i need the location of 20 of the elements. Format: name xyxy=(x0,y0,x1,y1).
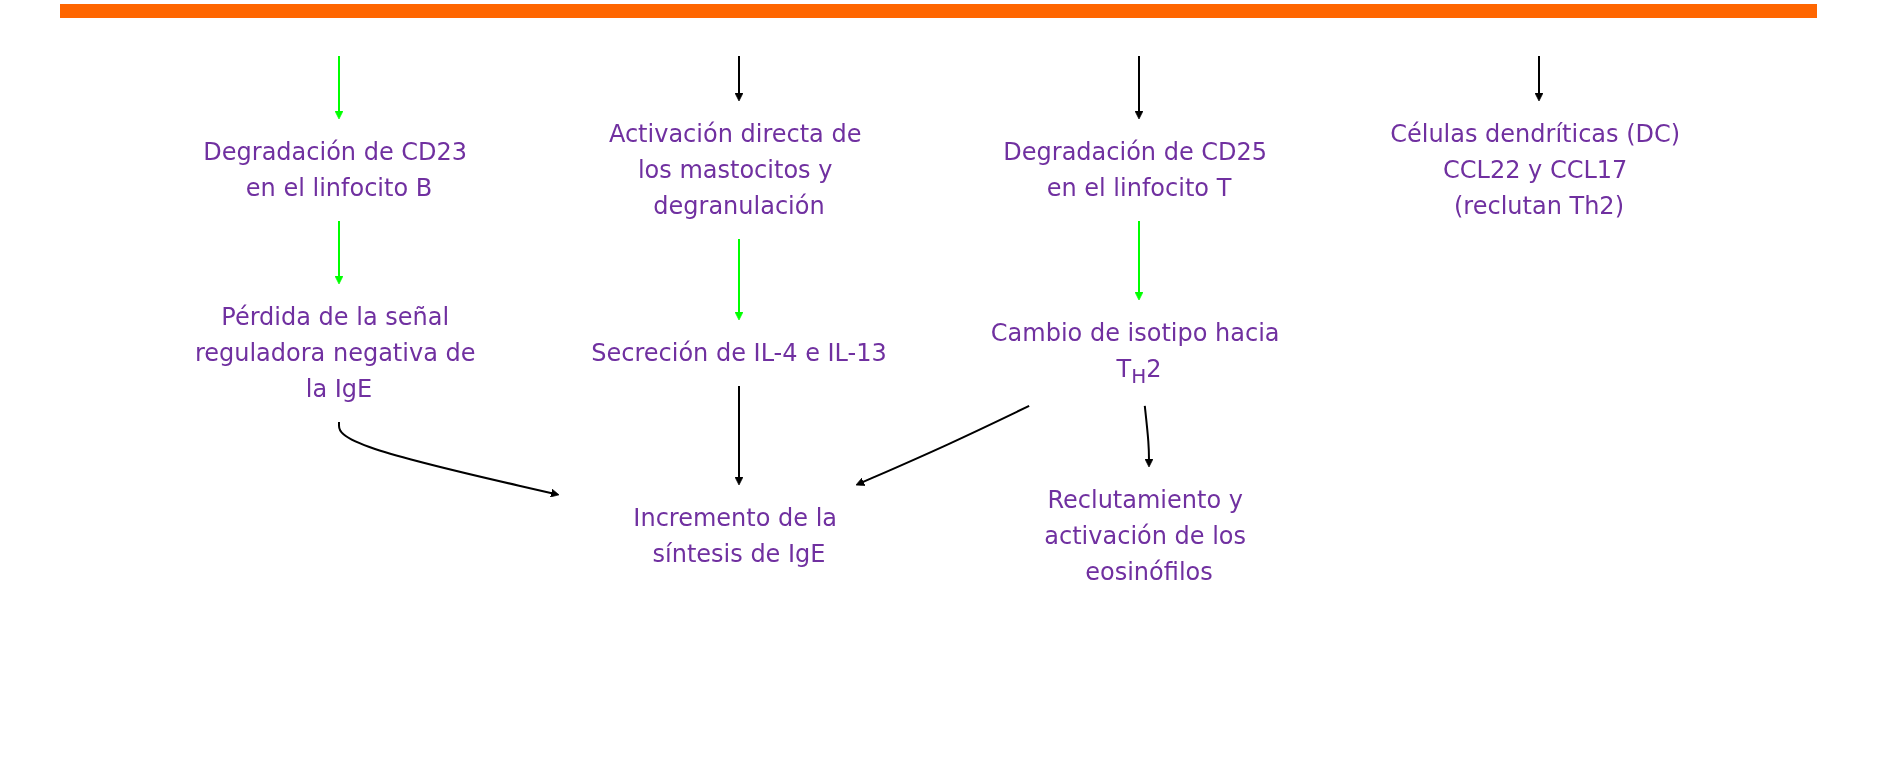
node-text: Pérdida de la señal reguladora negativa de la IgE xyxy=(194,303,475,403)
arrow xyxy=(334,55,343,120)
arrow xyxy=(1134,55,1143,120)
node-text: Degradación de CD23 en el linfocito B xyxy=(202,138,467,202)
node-text: Células dendríticas (DC) CCL22 y CCL17 (reclutan Th2) xyxy=(1389,120,1680,220)
arrow xyxy=(1143,404,1153,468)
arrow xyxy=(1134,220,1143,301)
arrow xyxy=(734,238,743,321)
node-text: Activación directa de los mastocitos y degranulación xyxy=(608,120,861,220)
arrow xyxy=(1534,55,1543,102)
node-text: Secreción de IL-4 e IL-13 xyxy=(590,339,887,367)
node-text: Cambio de isotipo hacia T$_{H}$2 xyxy=(990,319,1279,388)
node-text: Incremento de la síntesis de IgE xyxy=(632,504,837,568)
node-text: Reclutamiento y activación de los eosinófilos xyxy=(1043,486,1246,586)
arrow xyxy=(334,220,343,285)
arrow xyxy=(855,404,1030,486)
arrow xyxy=(734,385,743,486)
node-text: Degradación de CD25 en el linfocito T xyxy=(1002,138,1267,202)
arrow xyxy=(734,55,743,102)
arrow xyxy=(337,421,559,498)
